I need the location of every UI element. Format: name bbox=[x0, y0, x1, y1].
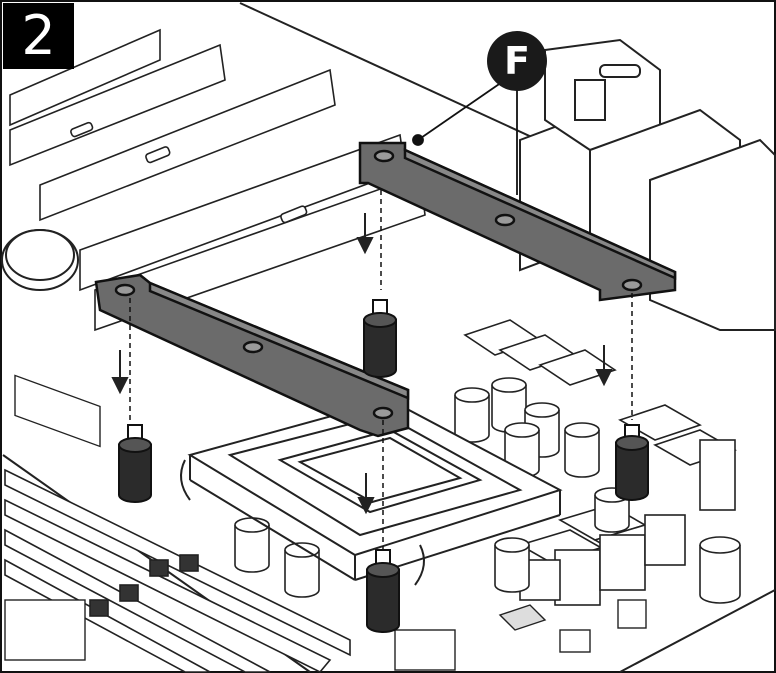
cpu-socket bbox=[180, 398, 563, 586]
down-arrow-icon bbox=[111, 213, 613, 515]
step-number-badge: 2 bbox=[3, 3, 74, 69]
capacitors bbox=[234, 377, 741, 604]
standoff-icon bbox=[118, 299, 649, 633]
alignment-lines bbox=[129, 190, 633, 555]
retention-bracket-left bbox=[94, 273, 410, 438]
expansion-slots bbox=[9, 28, 426, 332]
memory-slots bbox=[4, 468, 351, 673]
retention-bracket-right bbox=[358, 141, 677, 302]
vrm-components bbox=[463, 319, 737, 606]
callout-circle-icon: F bbox=[487, 31, 547, 91]
header-pins bbox=[4, 374, 647, 671]
step-number: 2 bbox=[21, 4, 56, 67]
callout-label: F bbox=[504, 39, 530, 83]
callout-leader-lines bbox=[412, 79, 518, 195]
cmos-battery bbox=[1, 229, 79, 291]
